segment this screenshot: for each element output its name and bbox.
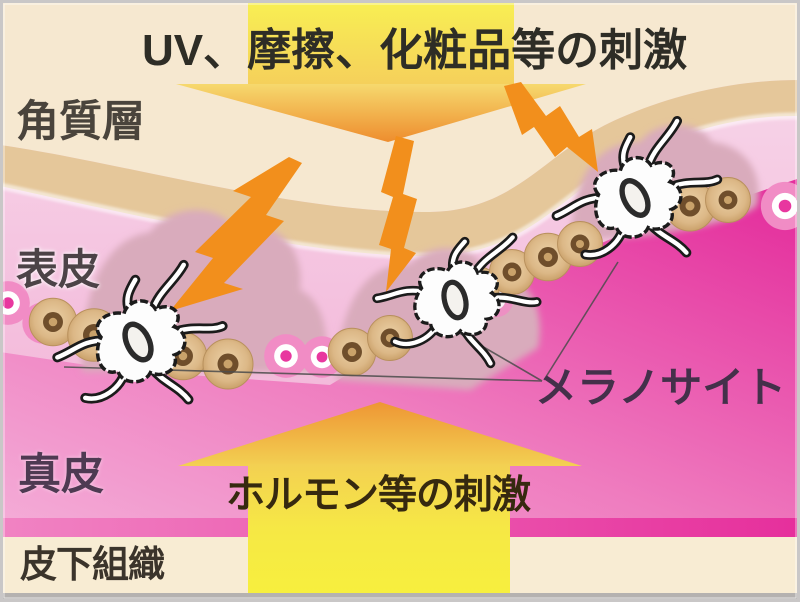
lightning-bolt-icon (379, 136, 417, 292)
frame-inner-highlight (3, 3, 797, 599)
hormone-arrow-icon (178, 402, 582, 593)
basal-cell-icon (264, 334, 308, 378)
keratinocyte-cell-icon (202, 338, 254, 390)
lightning-bolt-icon (504, 82, 598, 172)
uv-arrow-icon (176, 0, 586, 142)
keratinocyte-cell-icon (367, 315, 413, 361)
lightning-bolt-icon (170, 157, 302, 311)
keratinocyte-cell-icon (557, 221, 603, 267)
